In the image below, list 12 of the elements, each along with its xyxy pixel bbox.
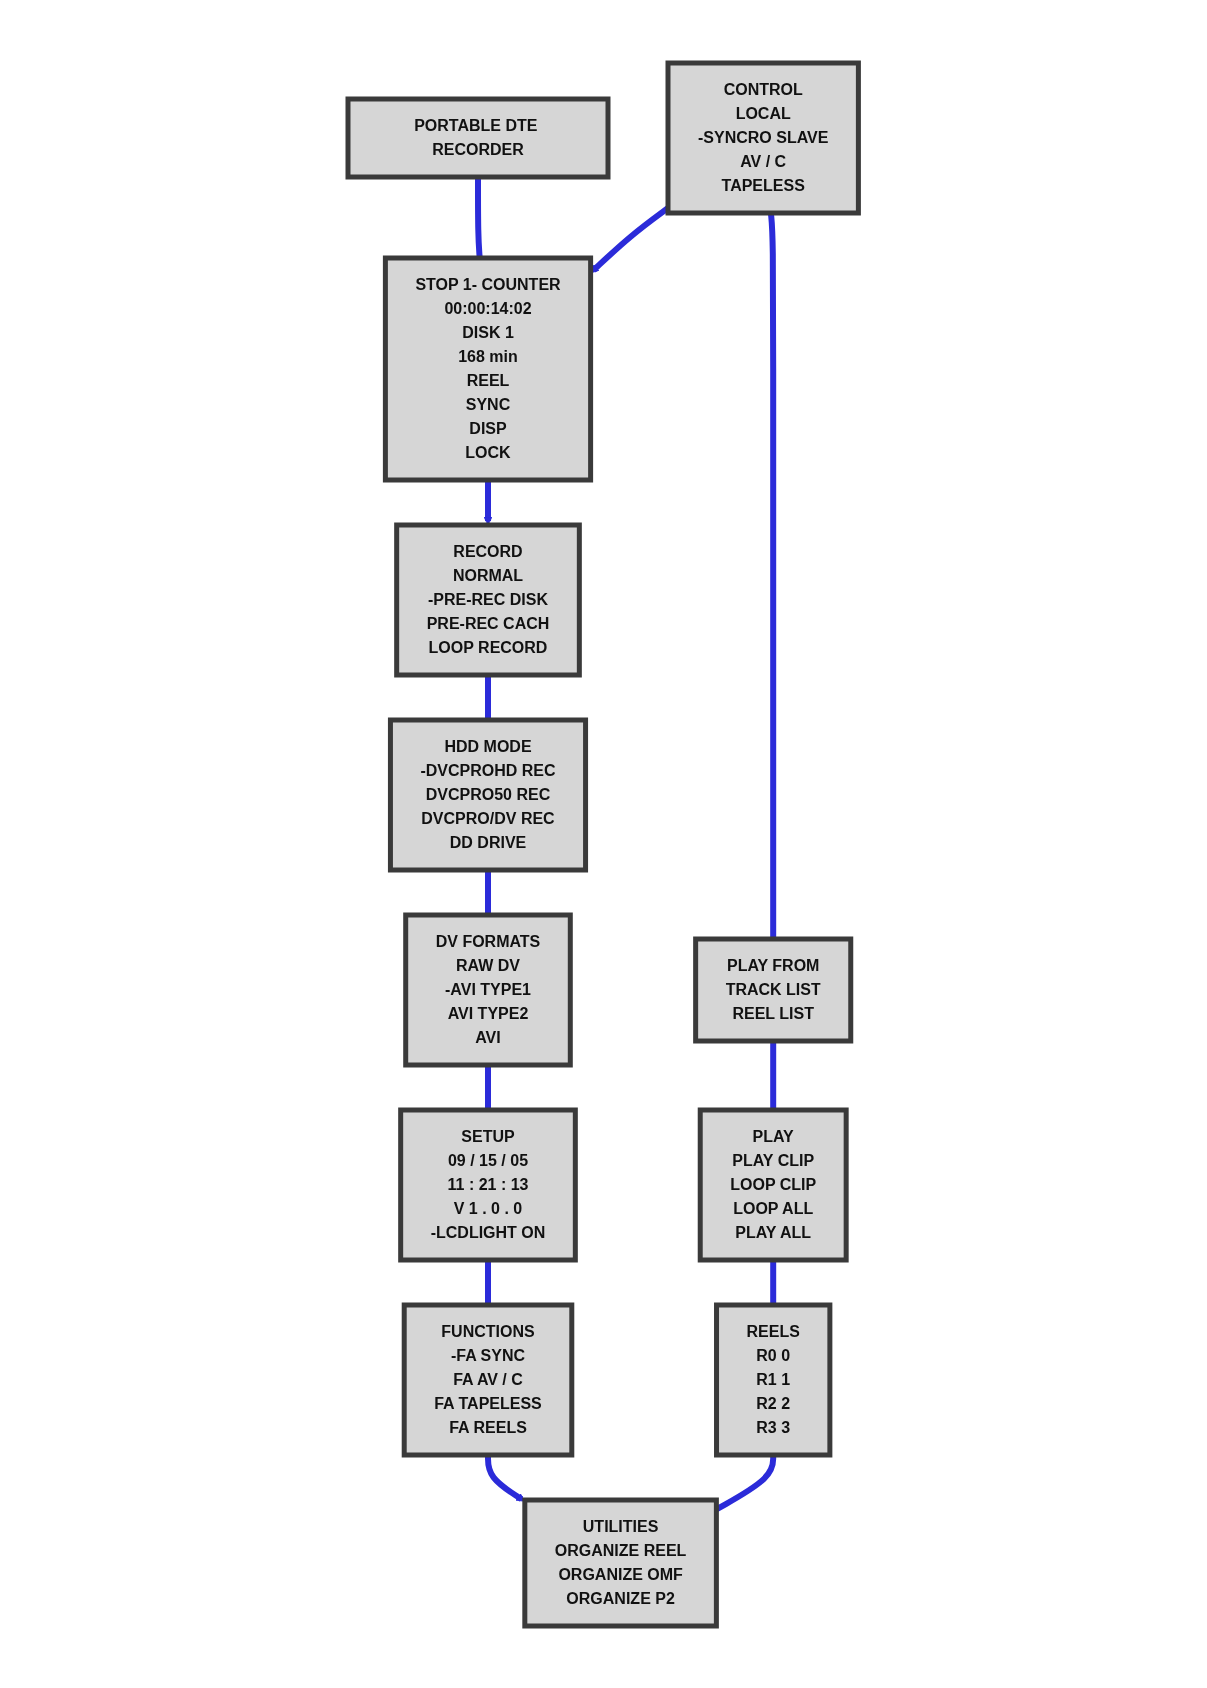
node-box: UTILITIES ORGANIZE REEL ORGANIZE OMF ORGANIZE P2 <box>522 1497 720 1628</box>
node-box: SETUP 09 / 15 / 05 11 : 21 : 13 V 1 . 0 . 0 -LCDLIGHT ON <box>398 1107 579 1262</box>
node-box: HDD MODE -DVCPROHD REC DVCPRO50 REC DVCPRO/DV REC DD DRIVE <box>388 717 589 872</box>
node-box: PORTABLE DTE RECORDER <box>345 96 611 179</box>
node-box: STOP 1- COUNTER 00:00:14:02 DISK 1 168 min REEL SYNC DISP LOCK <box>383 255 594 482</box>
node-box: PLAY FROM TRACK LIST REEL LIST <box>693 936 854 1043</box>
node-box: FUNCTIONS -FA SYNC FA AV / C FA TAPELESS FA REELS <box>402 1302 575 1457</box>
node-box: DV FORMATS RAW DV -AVI TYPE1 AVI TYPE2 AVI <box>403 912 574 1067</box>
node-box: PLAY PLAY CLIP LOOP CLIP LOOP ALL PLAY ALL <box>698 1107 849 1262</box>
node-box: CONTROL LOCAL -SYNCRO SLAVE AV / C TAPELESS <box>665 60 862 215</box>
node-box: RECORD NORMAL -PRE-REC DISK PRE-REC CACH LOOP RECORD <box>394 522 583 677</box>
node-box: REELS R0 0 R1 1 R2 2 R3 3 <box>714 1302 833 1457</box>
